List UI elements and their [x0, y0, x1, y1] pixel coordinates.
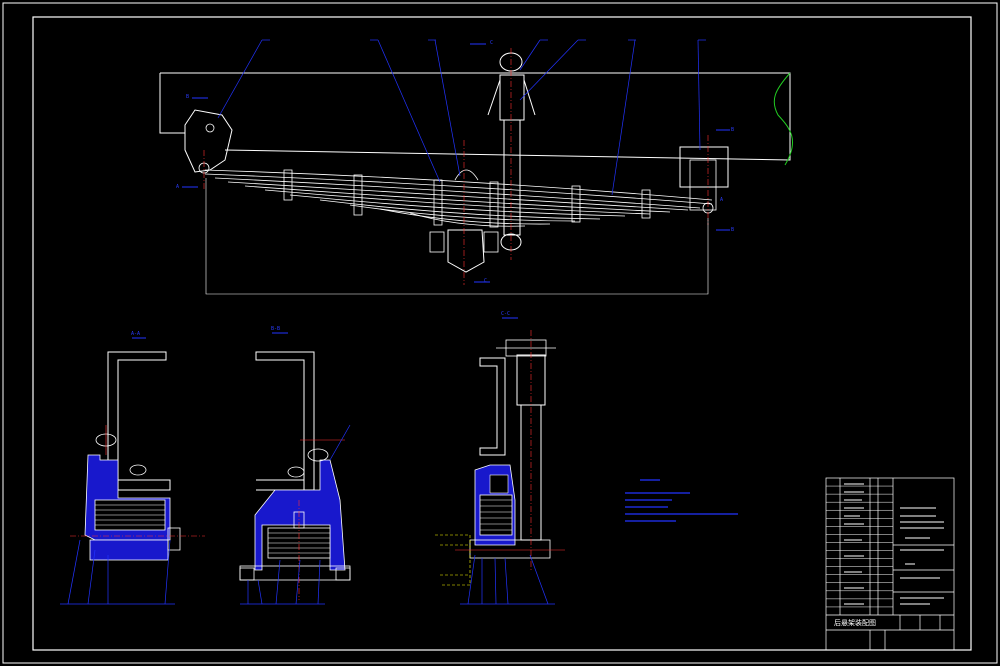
technical-notes	[625, 479, 738, 522]
axle-seat	[447, 229, 485, 273]
mark-b-rear-top: B	[731, 127, 735, 133]
front-hanger	[184, 109, 233, 173]
drawing-name: 后悬架装配图	[834, 619, 876, 627]
break-line	[773, 72, 794, 166]
section-markers	[182, 43, 730, 283]
spring-clips	[283, 169, 651, 228]
frame-rail	[160, 72, 791, 161]
drawing-frame	[32, 16, 972, 651]
leader-lines	[217, 39, 706, 196]
section-view-middle	[239, 332, 351, 605]
main-view	[159, 39, 794, 295]
leaf-spring	[204, 169, 713, 227]
section-label-a: A-A	[131, 331, 141, 337]
mark-c-bottom: C	[484, 278, 488, 284]
title-block	[825, 477, 955, 651]
center-lines	[203, 48, 709, 285]
mark-b-front: B	[186, 94, 190, 100]
mark-a-rear: A	[720, 197, 724, 203]
section-label-c: C-C	[501, 311, 511, 317]
span-dimension	[205, 178, 709, 295]
mark-a-front: A	[176, 184, 180, 190]
title-block-marks	[844, 483, 944, 605]
frame-rail-lower	[159, 73, 185, 134]
mark-b-rear-bottom: B	[731, 227, 735, 233]
rear-shackle	[679, 146, 729, 188]
title-block-rows	[826, 485, 893, 608]
mark-c-top: C	[490, 40, 494, 46]
section-view-left	[60, 337, 205, 605]
section-label-b: B-B	[271, 326, 281, 332]
section-view-right	[435, 317, 565, 605]
